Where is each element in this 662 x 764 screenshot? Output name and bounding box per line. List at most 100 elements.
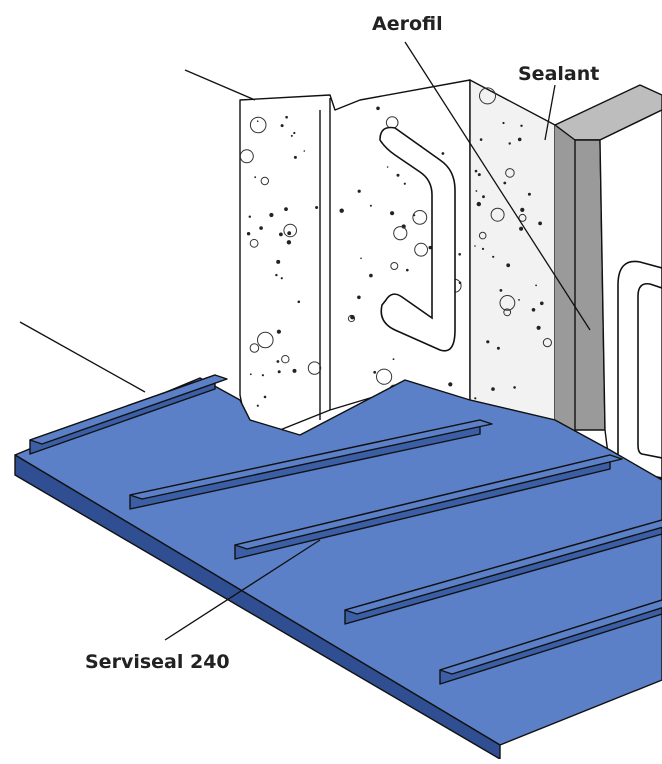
aggregate-speck	[517, 137, 522, 142]
aggregate-speck	[502, 121, 505, 125]
aggregate-speck	[307, 361, 322, 375]
aggregate-speck	[392, 358, 395, 361]
aggregate-speck	[246, 232, 251, 236]
aggregate-speck	[538, 221, 542, 226]
aggregate-speck	[479, 87, 496, 105]
hook-bar	[617, 260, 662, 479]
aggregate-speck	[277, 370, 281, 374]
aggregate-speck	[519, 226, 524, 231]
aggregate-speck	[531, 308, 536, 312]
aggregate-speck	[458, 281, 462, 285]
aggregate-speck	[249, 373, 252, 376]
aggregate-speck	[486, 340, 490, 344]
aggregate-speck	[520, 207, 525, 212]
aggregate-speck	[279, 232, 283, 237]
aggregate-speck	[476, 201, 481, 207]
aggregate-speck	[283, 223, 298, 238]
aggregate-speck	[315, 206, 319, 209]
aggregate-speck	[542, 338, 553, 348]
aggregate-speck	[257, 331, 274, 349]
serviseal-waterbar	[14, 374, 662, 760]
aggregate-speck	[508, 142, 511, 145]
aggregate-speck	[406, 268, 409, 272]
aggregate-speck	[303, 150, 306, 152]
aggregate-speck	[503, 181, 507, 185]
aggregate-speck	[254, 176, 257, 179]
aggregate-speck	[474, 169, 478, 173]
aggregate-speck	[396, 173, 400, 177]
concrete-wall-side-face	[469, 79, 556, 421]
leader-lines	[19, 41, 591, 641]
aggregate-speck	[477, 173, 481, 177]
aggregate-speck	[339, 208, 344, 213]
aggregate-speck	[285, 115, 288, 119]
aggregate-speck	[535, 284, 537, 287]
aggregate-speck	[350, 315, 355, 320]
aggregate-speck	[492, 255, 495, 258]
embedded-bar-left	[379, 126, 456, 352]
aggregate-speck	[259, 226, 263, 230]
aggregate-speck	[390, 211, 395, 216]
aggregate-speck	[376, 368, 393, 385]
aggregate-speck	[499, 295, 516, 311]
aggregate-speck	[276, 360, 280, 363]
aggregate-speck	[503, 308, 512, 317]
aggregate-speck	[292, 368, 297, 373]
aggregate-speck	[293, 155, 297, 159]
aggregate-speck	[428, 245, 432, 250]
sealant-front-face	[555, 125, 575, 430]
aggregate-speck	[479, 138, 483, 141]
aggregate-speck	[478, 231, 487, 240]
aggregate-speck	[373, 370, 377, 374]
aggregate-speck	[520, 124, 523, 128]
aggregate-speck	[536, 325, 541, 330]
aerofil-leader	[404, 41, 591, 331]
aggregate-speck	[474, 245, 476, 247]
aggregate-speck	[261, 374, 264, 377]
aggregate-speck	[506, 263, 511, 268]
aerofil-label: Aerofil	[372, 13, 443, 35]
aggregate-speck	[414, 242, 429, 257]
aggregate-speck	[458, 253, 462, 256]
waterbar-rib-top	[129, 419, 493, 500]
waterbar-rib-top	[234, 454, 623, 550]
aggregate-speck	[281, 355, 290, 364]
aggregate-speck	[276, 329, 281, 334]
aggregate-speck	[297, 300, 301, 304]
aggregate-speck	[249, 116, 267, 134]
aggregate-speck	[390, 262, 399, 270]
waterbar-rib-top	[439, 599, 662, 675]
aggregate-speck	[474, 397, 477, 400]
lower-left-leader	[19, 321, 146, 393]
aggregate-speck	[284, 207, 288, 212]
aggregate-speck	[513, 386, 516, 389]
waterbar-ribs	[29, 374, 662, 685]
aggregate-speck	[441, 152, 445, 155]
aggregate-speck	[518, 213, 527, 222]
sealant-leader	[544, 84, 556, 141]
aggregate-speck	[280, 277, 283, 280]
aggregate-speck	[491, 387, 495, 391]
aggregate-speck	[269, 212, 274, 218]
aggregate-speck	[369, 204, 372, 207]
aggregate-speck	[357, 189, 361, 193]
aggregate-speck	[376, 106, 380, 111]
aggregate-speck	[518, 299, 520, 301]
aggregate-speck	[386, 166, 389, 168]
aggregate-speck	[448, 382, 453, 387]
aggregate-speck	[505, 168, 515, 178]
aggregate-speck	[293, 131, 296, 135]
aggregate-speck	[481, 247, 485, 250]
aggregate-speck	[260, 176, 269, 186]
aggregate-speck	[239, 149, 254, 164]
aggregate-speck	[256, 404, 259, 407]
aggregate-speck	[413, 214, 416, 217]
aggregate-speck	[276, 259, 281, 264]
aggregate-speck	[287, 231, 292, 236]
aggregate-speck	[280, 124, 284, 128]
aggregate-speck	[360, 257, 362, 260]
aggregate-speck	[475, 190, 478, 192]
aggregate-speck	[357, 295, 361, 300]
